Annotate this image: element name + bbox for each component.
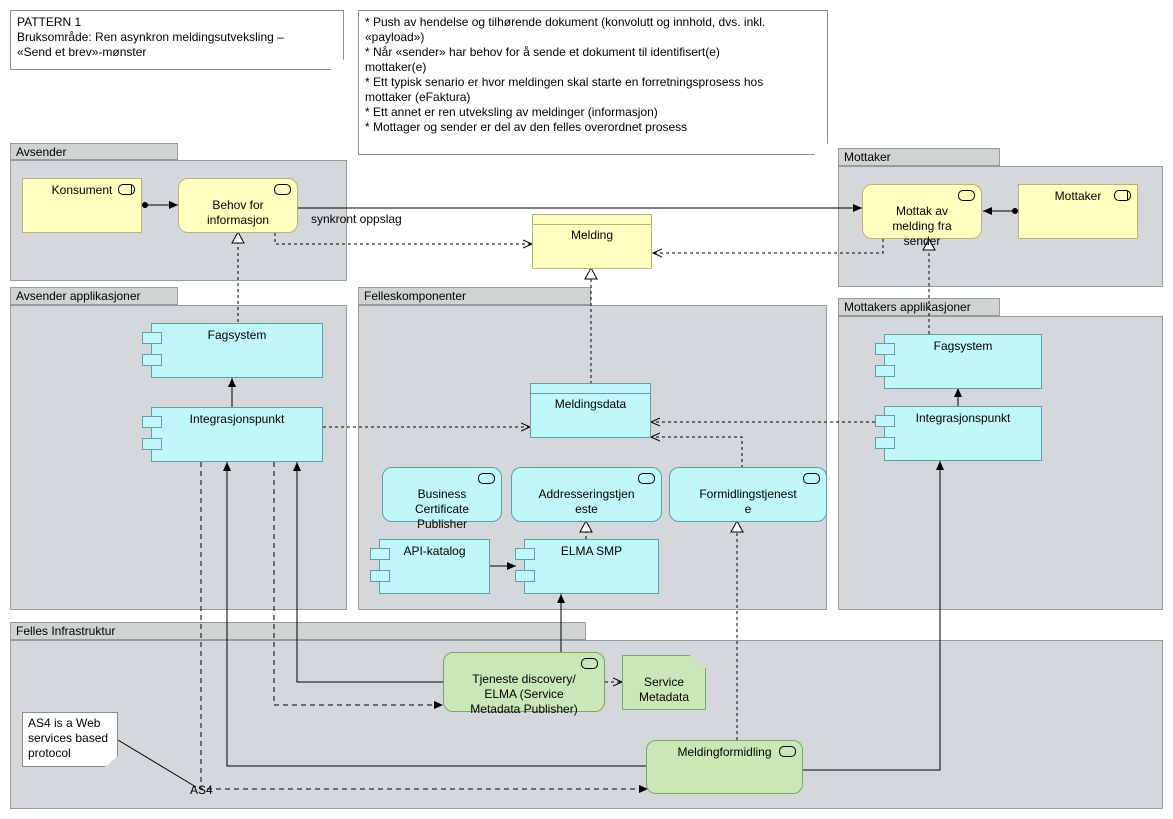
edge-mottak-melding bbox=[653, 239, 884, 253]
mottaker-actor: Mottaker bbox=[1018, 184, 1138, 239]
component-tab-icon bbox=[515, 570, 535, 582]
api-katalog-component: API-katalog bbox=[370, 539, 490, 594]
integrasjon-right-label: Integrasjonspunkt bbox=[915, 411, 1011, 425]
meldingsdata-label: Meldingsdata bbox=[554, 397, 627, 411]
service-icon bbox=[958, 190, 975, 201]
service-metadata-label: Service Metadata bbox=[638, 675, 690, 704]
edge-as4-note bbox=[117, 739, 197, 788]
behov-label: Behov for informasjon bbox=[206, 198, 270, 227]
group-avsender-tab: Avsender bbox=[10, 143, 178, 160]
service-icon bbox=[478, 473, 495, 484]
component-tab-icon bbox=[875, 343, 895, 355]
tjeneste-discovery-service: Tjeneste discovery/ ELMA (Service Metada… bbox=[443, 652, 605, 716]
service-icon bbox=[803, 473, 820, 484]
component-tab-icon bbox=[142, 332, 162, 344]
component-tab-icon bbox=[370, 548, 390, 560]
edge-integrasjon-tjeneste bbox=[273, 462, 443, 709]
group-felles-tab: Felleskomponenter bbox=[358, 287, 591, 305]
pattern-note: PATTERN 1 Bruksområde: Ren asynkron meld… bbox=[10, 10, 344, 70]
edge-meldingformidling-integrasjon-left bbox=[223, 462, 646, 767]
edge-formidling-meldingsdata bbox=[651, 437, 743, 468]
bcp-service: Business Certificate Publisher bbox=[382, 467, 502, 531]
edge-behov-melding bbox=[274, 233, 532, 244]
component-tab-icon bbox=[875, 415, 895, 427]
service-icon bbox=[274, 184, 291, 195]
integrasjon-left-label: Integrasjonspunkt bbox=[189, 412, 285, 426]
integrasjon-right-component: Integrasjonspunkt bbox=[875, 406, 1042, 461]
mottak-service: Mottak av melding fra sender bbox=[862, 184, 982, 248]
behov-service: Behov for informasjon bbox=[178, 178, 298, 233]
description-note: * Push av hendelse og tilhørende dokumen… bbox=[358, 10, 828, 155]
edge-meldingformidling-integrasjon-right bbox=[803, 461, 944, 771]
service-metadata-artifact: Service Metadata bbox=[622, 655, 706, 710]
bcp-label: Business Certificate Publisher bbox=[414, 487, 470, 531]
elma-smp-label: ELMA SMP bbox=[560, 544, 623, 558]
component-tab-icon bbox=[142, 416, 162, 428]
object-header-line bbox=[533, 224, 651, 225]
group-mottaker-app-tab: Mottakers applikasjoner bbox=[838, 298, 1000, 316]
object-header-line bbox=[531, 393, 650, 394]
konsument-label: Konsument bbox=[51, 183, 113, 197]
melding-label: Melding bbox=[570, 228, 614, 242]
fagsystem-left-label: Fagsystem bbox=[207, 328, 267, 342]
actor-role-icon bbox=[1114, 190, 1131, 201]
edge-tjeneste-integrasjon bbox=[293, 462, 443, 683]
as4-note: AS4 is a Web services based protocol bbox=[22, 712, 118, 767]
component-tab-icon bbox=[875, 365, 895, 377]
edge-as4 bbox=[200, 462, 648, 793]
integrasjon-left-component: Integrasjonspunkt bbox=[142, 407, 323, 462]
as4-label: AS4 bbox=[190, 783, 213, 797]
konsument-actor: Konsument bbox=[22, 178, 142, 233]
formidling-service: Formidlingstjenest e bbox=[669, 467, 827, 522]
elma-smp-component: ELMA SMP bbox=[515, 539, 659, 594]
service-icon bbox=[581, 658, 598, 669]
service-icon bbox=[779, 746, 796, 757]
component-tab-icon bbox=[142, 354, 162, 366]
group-avsender-app-tab: Avsender applikasjoner bbox=[10, 287, 178, 305]
mottaker-actor-label: Mottaker bbox=[1054, 189, 1102, 203]
component-tab-icon bbox=[142, 438, 162, 450]
group-infra-tab: Felles Infrastruktur bbox=[10, 622, 586, 640]
actor-role-icon bbox=[118, 184, 135, 195]
mottak-label: Mottak av melding fra sender bbox=[892, 204, 952, 248]
meldingsdata-object: Meldingsdata bbox=[530, 383, 651, 438]
addressering-label: Addresseringstjen este bbox=[538, 487, 635, 516]
meldingformidling-service: Meldingformidling bbox=[646, 740, 803, 794]
api-katalog-label: API-katalog bbox=[403, 544, 466, 558]
group-mottaker-tab: Mottaker bbox=[838, 148, 1000, 166]
fagsystem-right-component: Fagsystem bbox=[875, 334, 1042, 389]
tjeneste-discovery-label: Tjeneste discovery/ ELMA (Service Metada… bbox=[470, 672, 578, 716]
addressering-service: Addresseringstjen este bbox=[511, 467, 662, 522]
component-tab-icon bbox=[370, 570, 390, 582]
meldingformidling-label: Meldingformidling bbox=[677, 745, 772, 759]
fagsystem-left-component: Fagsystem bbox=[142, 323, 323, 378]
formidling-label: Formidlingstjenest e bbox=[699, 487, 797, 516]
component-tab-icon bbox=[875, 437, 895, 449]
service-icon bbox=[638, 473, 655, 484]
fagsystem-right-label: Fagsystem bbox=[933, 339, 993, 353]
component-tab-icon bbox=[515, 548, 535, 560]
melding-object: Melding bbox=[532, 214, 652, 269]
synkront-label: synkront oppslag bbox=[311, 212, 402, 226]
